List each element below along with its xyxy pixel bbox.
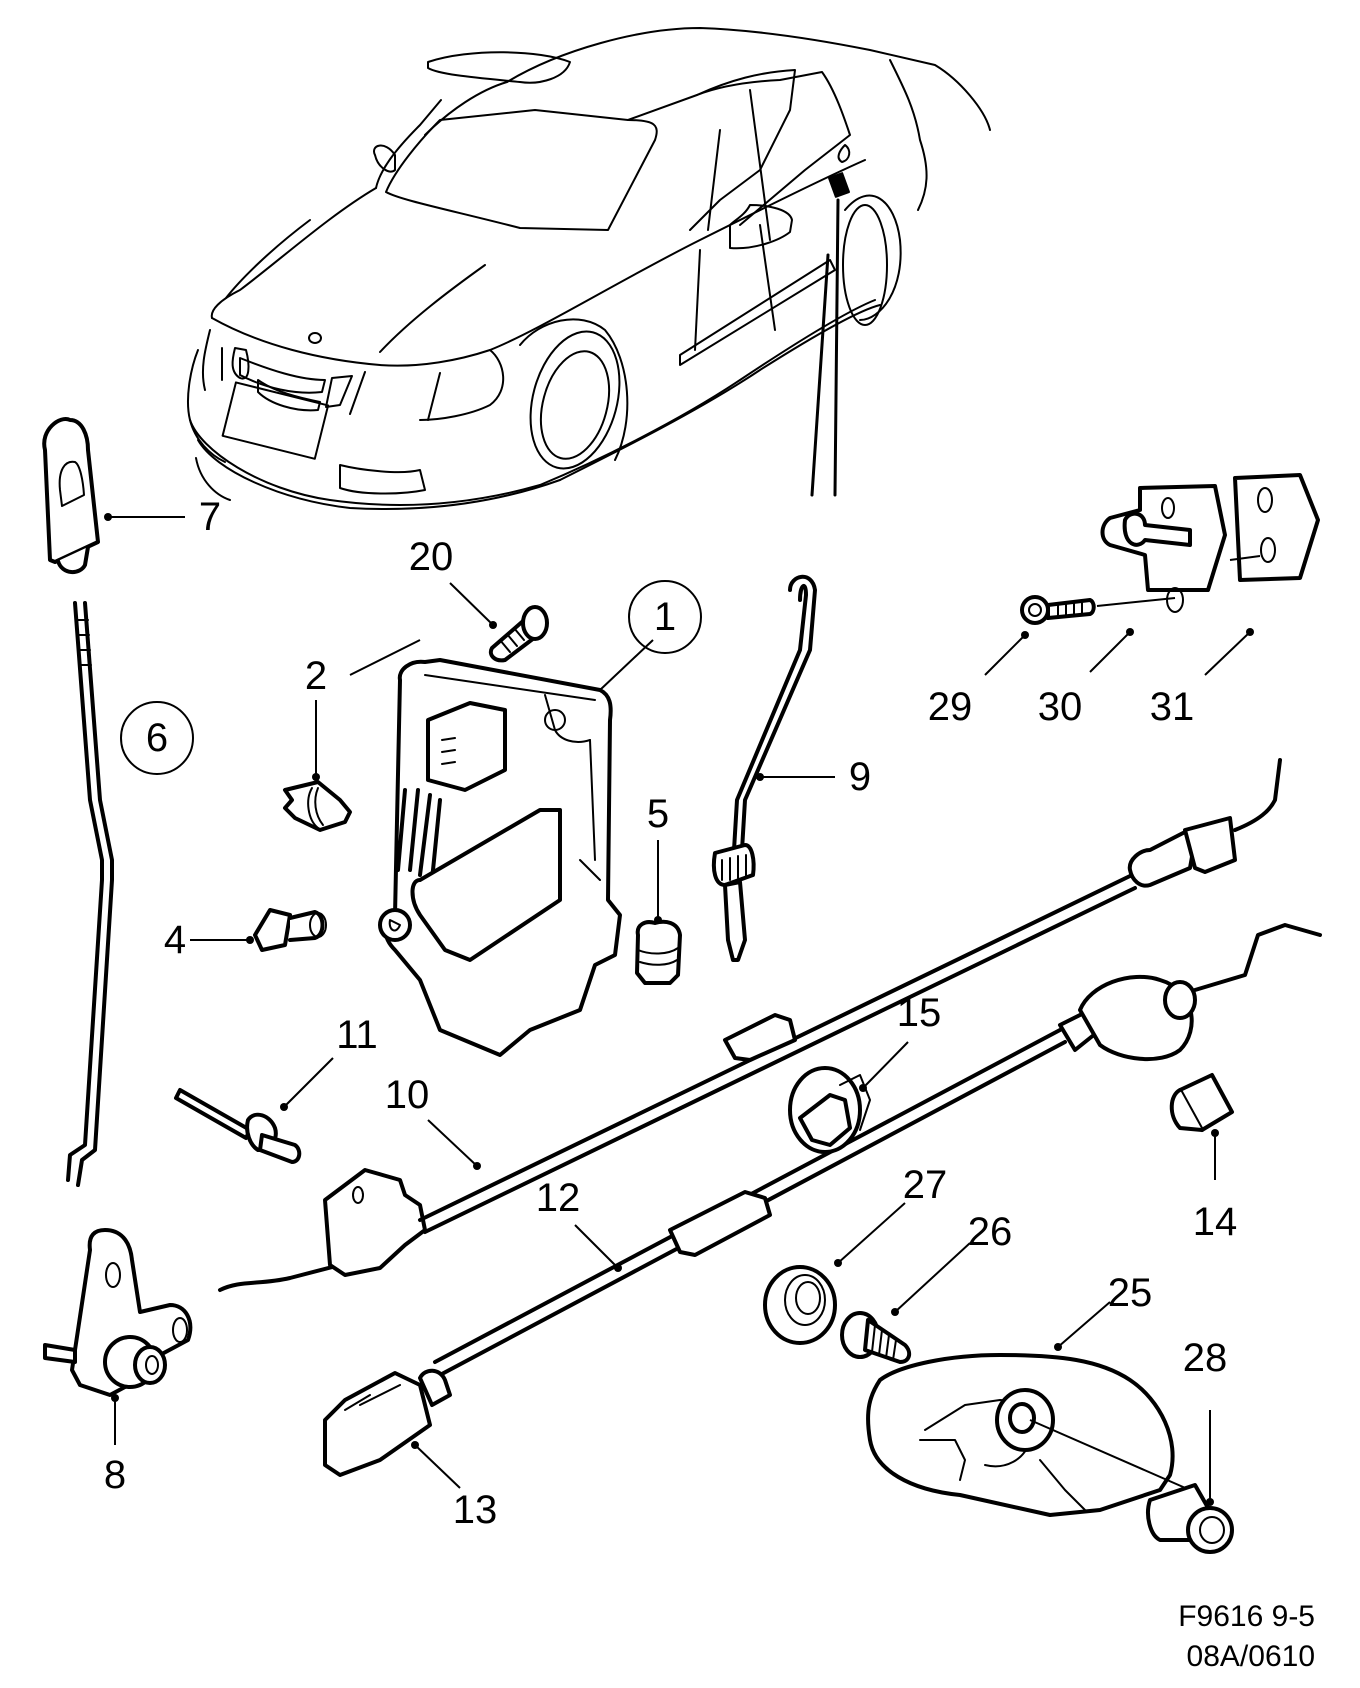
part-15-cable-holder bbox=[788, 1041, 909, 1154]
part-4-rod-clip bbox=[190, 908, 327, 952]
callout-8[interactable]: 8 bbox=[103, 1453, 127, 1497]
part-26-handle-screw bbox=[840, 1242, 971, 1364]
callout-30[interactable]: 30 bbox=[1037, 685, 1083, 729]
car-illustration bbox=[187, 27, 991, 511]
callout-15[interactable]: 15 bbox=[896, 991, 942, 1035]
part-7-lock-knob bbox=[42, 417, 185, 574]
part-27-cover-cap bbox=[763, 1202, 906, 1345]
diagram-code: F9616 9-5 bbox=[1178, 1600, 1315, 1633]
callout-25[interactable]: 25 bbox=[1107, 1271, 1153, 1315]
callout-20[interactable]: 20 bbox=[408, 535, 454, 579]
part-1-lock-unit bbox=[349, 639, 654, 1057]
diagram-reference: 08A/0610 bbox=[1186, 1640, 1315, 1673]
part-25-inner-handle bbox=[866, 1301, 1191, 1517]
callout-28[interactable]: 28 bbox=[1182, 1336, 1228, 1380]
callout-10[interactable]: 10 bbox=[384, 1073, 430, 1117]
part-5-grommet bbox=[635, 840, 682, 985]
callout-31[interactable]: 31 bbox=[1149, 685, 1195, 729]
part-13-cable-clip bbox=[323, 1368, 461, 1489]
part-6-lock-rod bbox=[66, 601, 114, 1187]
callout-13[interactable]: 13 bbox=[452, 1488, 498, 1532]
callout-6[interactable]: 6 bbox=[120, 701, 194, 775]
part-14-plug bbox=[1169, 1073, 1234, 1180]
part-29-30-31-striker bbox=[984, 473, 1320, 676]
callout-5[interactable]: 5 bbox=[646, 792, 670, 836]
callout-29[interactable]: 29 bbox=[927, 685, 973, 729]
callout-14[interactable]: 14 bbox=[1192, 1200, 1238, 1244]
part-8-lever-bracket bbox=[43, 1228, 193, 1445]
part-9-link-rod bbox=[711, 574, 835, 962]
callout-7[interactable]: 7 bbox=[198, 495, 222, 539]
part-10-cable-upper bbox=[218, 758, 1282, 1292]
part-2-clip bbox=[283, 700, 352, 832]
callout-9[interactable]: 9 bbox=[848, 755, 872, 799]
callout-12[interactable]: 12 bbox=[535, 1176, 581, 1220]
callout-2[interactable]: 2 bbox=[304, 654, 328, 698]
callout-27[interactable]: 27 bbox=[902, 1163, 948, 1207]
callout-11[interactable]: 11 bbox=[336, 1013, 378, 1057]
callout-26[interactable]: 26 bbox=[967, 1210, 1013, 1254]
callout-1[interactable]: 1 bbox=[628, 580, 702, 654]
part-28-handle-pin bbox=[1146, 1410, 1234, 1554]
part-11-rivet bbox=[174, 1057, 334, 1164]
callout-4[interactable]: 4 bbox=[163, 918, 187, 962]
part-12-cable-lower bbox=[433, 923, 1322, 1377]
part-20-screw bbox=[449, 582, 549, 663]
